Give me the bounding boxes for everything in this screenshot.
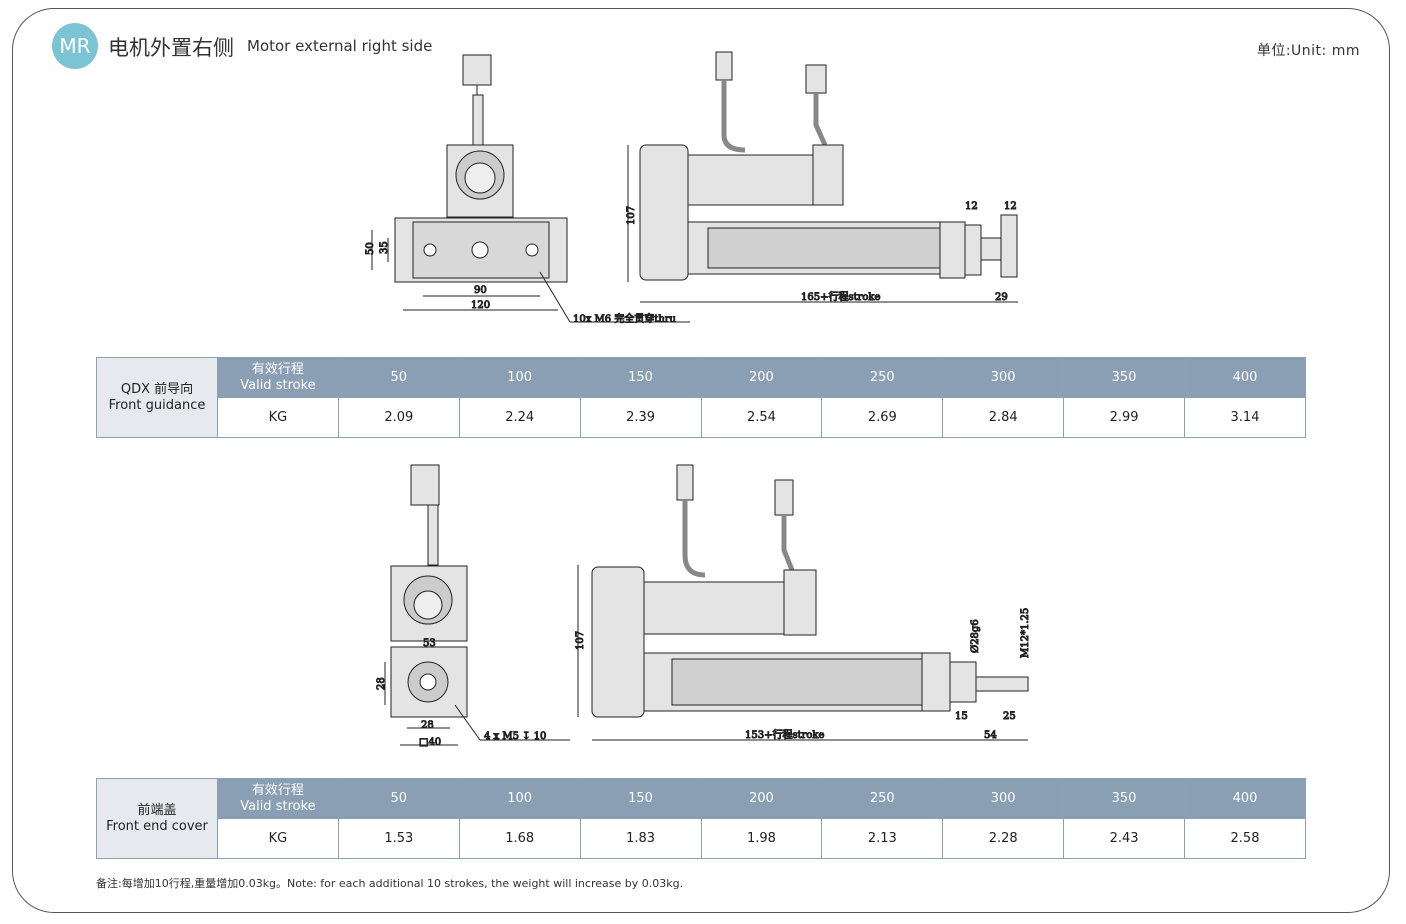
weight-cell: 2.69	[821, 397, 944, 438]
weight-cell: 2.09	[337, 397, 460, 438]
header-en: Valid stroke	[240, 377, 316, 393]
dim-28-v: 28	[376, 677, 387, 690]
footnote: 备注:每增加10行程,重量增加0.03kg。Note: for each add…	[96, 877, 684, 890]
stroke-cell: 250	[821, 357, 944, 398]
stroke-cell: 150	[579, 778, 702, 819]
weight-cell: 2.24	[458, 397, 581, 438]
mr-badge: MR	[52, 23, 98, 69]
title-cn: 电机外置右侧	[108, 36, 234, 60]
dim-hole: 10x M6 完全贯穿thru	[573, 312, 677, 325]
dim-stroke: 153+行程stroke	[745, 728, 824, 741]
table-label-cn: QDX 前导向	[120, 381, 194, 397]
dim-50: 50	[365, 242, 376, 255]
weight-cell: 2.84	[942, 397, 1065, 438]
weight-cell: 1.53	[337, 818, 460, 859]
stroke-cell: 50	[337, 357, 460, 398]
page-frame	[12, 8, 1390, 913]
table-label-en: Front guidance	[108, 397, 206, 413]
drawing-front-end-cover: 53 28 28 □40 4 x M5 ↧ 10 107 Ø28g6 M12*1…	[376, 464, 1032, 749]
title-en: Motor external right side	[247, 37, 433, 55]
dim-40-square: □40	[419, 737, 441, 748]
header-en: Valid stroke	[240, 798, 316, 814]
stroke-cell: 400	[1184, 778, 1306, 819]
stroke-cell: 300	[942, 357, 1065, 398]
weight-cell: 2.28	[942, 818, 1065, 859]
stroke-cell: 150	[579, 357, 702, 398]
unit-label: 单位:Unit: mm	[1256, 43, 1360, 59]
stroke-cell: 350	[1063, 778, 1185, 819]
weight-cell: 2.54	[700, 397, 823, 438]
dim-15: 15	[955, 711, 968, 722]
dim-12b: 12	[1004, 201, 1017, 212]
weight-cell: 2.99	[1063, 397, 1185, 438]
dim-28-h: 28	[421, 720, 434, 731]
dim-hole: 4 x M5 ↧ 10	[484, 731, 546, 742]
weight-cell: 2.43	[1063, 818, 1185, 859]
dim-12a: 12	[965, 201, 978, 212]
dim-90: 90	[474, 285, 487, 296]
weight-cell: 2.39	[579, 397, 702, 438]
dim-35: 35	[379, 241, 390, 254]
dim-120: 120	[471, 300, 490, 311]
table-label-en: Front end cover	[106, 818, 208, 834]
stroke-cell: 200	[700, 357, 823, 398]
row-label: KG	[217, 397, 339, 438]
dim-29: 29	[995, 292, 1008, 303]
weight-cell: 2.58	[1184, 818, 1306, 859]
dim-25: 25	[1003, 711, 1016, 722]
dim-stroke: 165+行程stroke	[801, 290, 880, 303]
weight-cell: 3.14	[1184, 397, 1306, 438]
stroke-cell: 50	[337, 778, 460, 819]
stroke-cell: 200	[700, 778, 823, 819]
dim-diameter: Ø28g6	[970, 619, 981, 653]
dim-53: 53	[423, 638, 436, 649]
dim-107: 107	[575, 631, 586, 650]
weight-cell: 1.98	[700, 818, 823, 859]
stroke-cell: 100	[458, 357, 581, 398]
weight-cell: 1.68	[458, 818, 581, 859]
dim-thread: M12*1.25	[1020, 608, 1031, 658]
drawing-front-guidance: 50 35 90 120 10x M6 完全贯穿thru 107 12 12 1…	[365, 51, 1018, 326]
table-label-cn: 前端盖	[137, 802, 177, 818]
header-cn: 有效行程	[251, 361, 304, 377]
stroke-cell: 300	[942, 778, 1065, 819]
weight-cell: 1.83	[579, 818, 702, 859]
dim-107: 107	[626, 206, 637, 225]
header-cn: 有效行程	[251, 782, 304, 798]
weight-cell: 2.13	[821, 818, 944, 859]
dim-54: 54	[984, 730, 997, 741]
stroke-cell: 400	[1184, 357, 1306, 398]
stroke-cell: 350	[1063, 357, 1185, 398]
row-label: KG	[217, 818, 339, 859]
stroke-cell: 250	[821, 778, 944, 819]
stroke-cell: 100	[458, 778, 581, 819]
